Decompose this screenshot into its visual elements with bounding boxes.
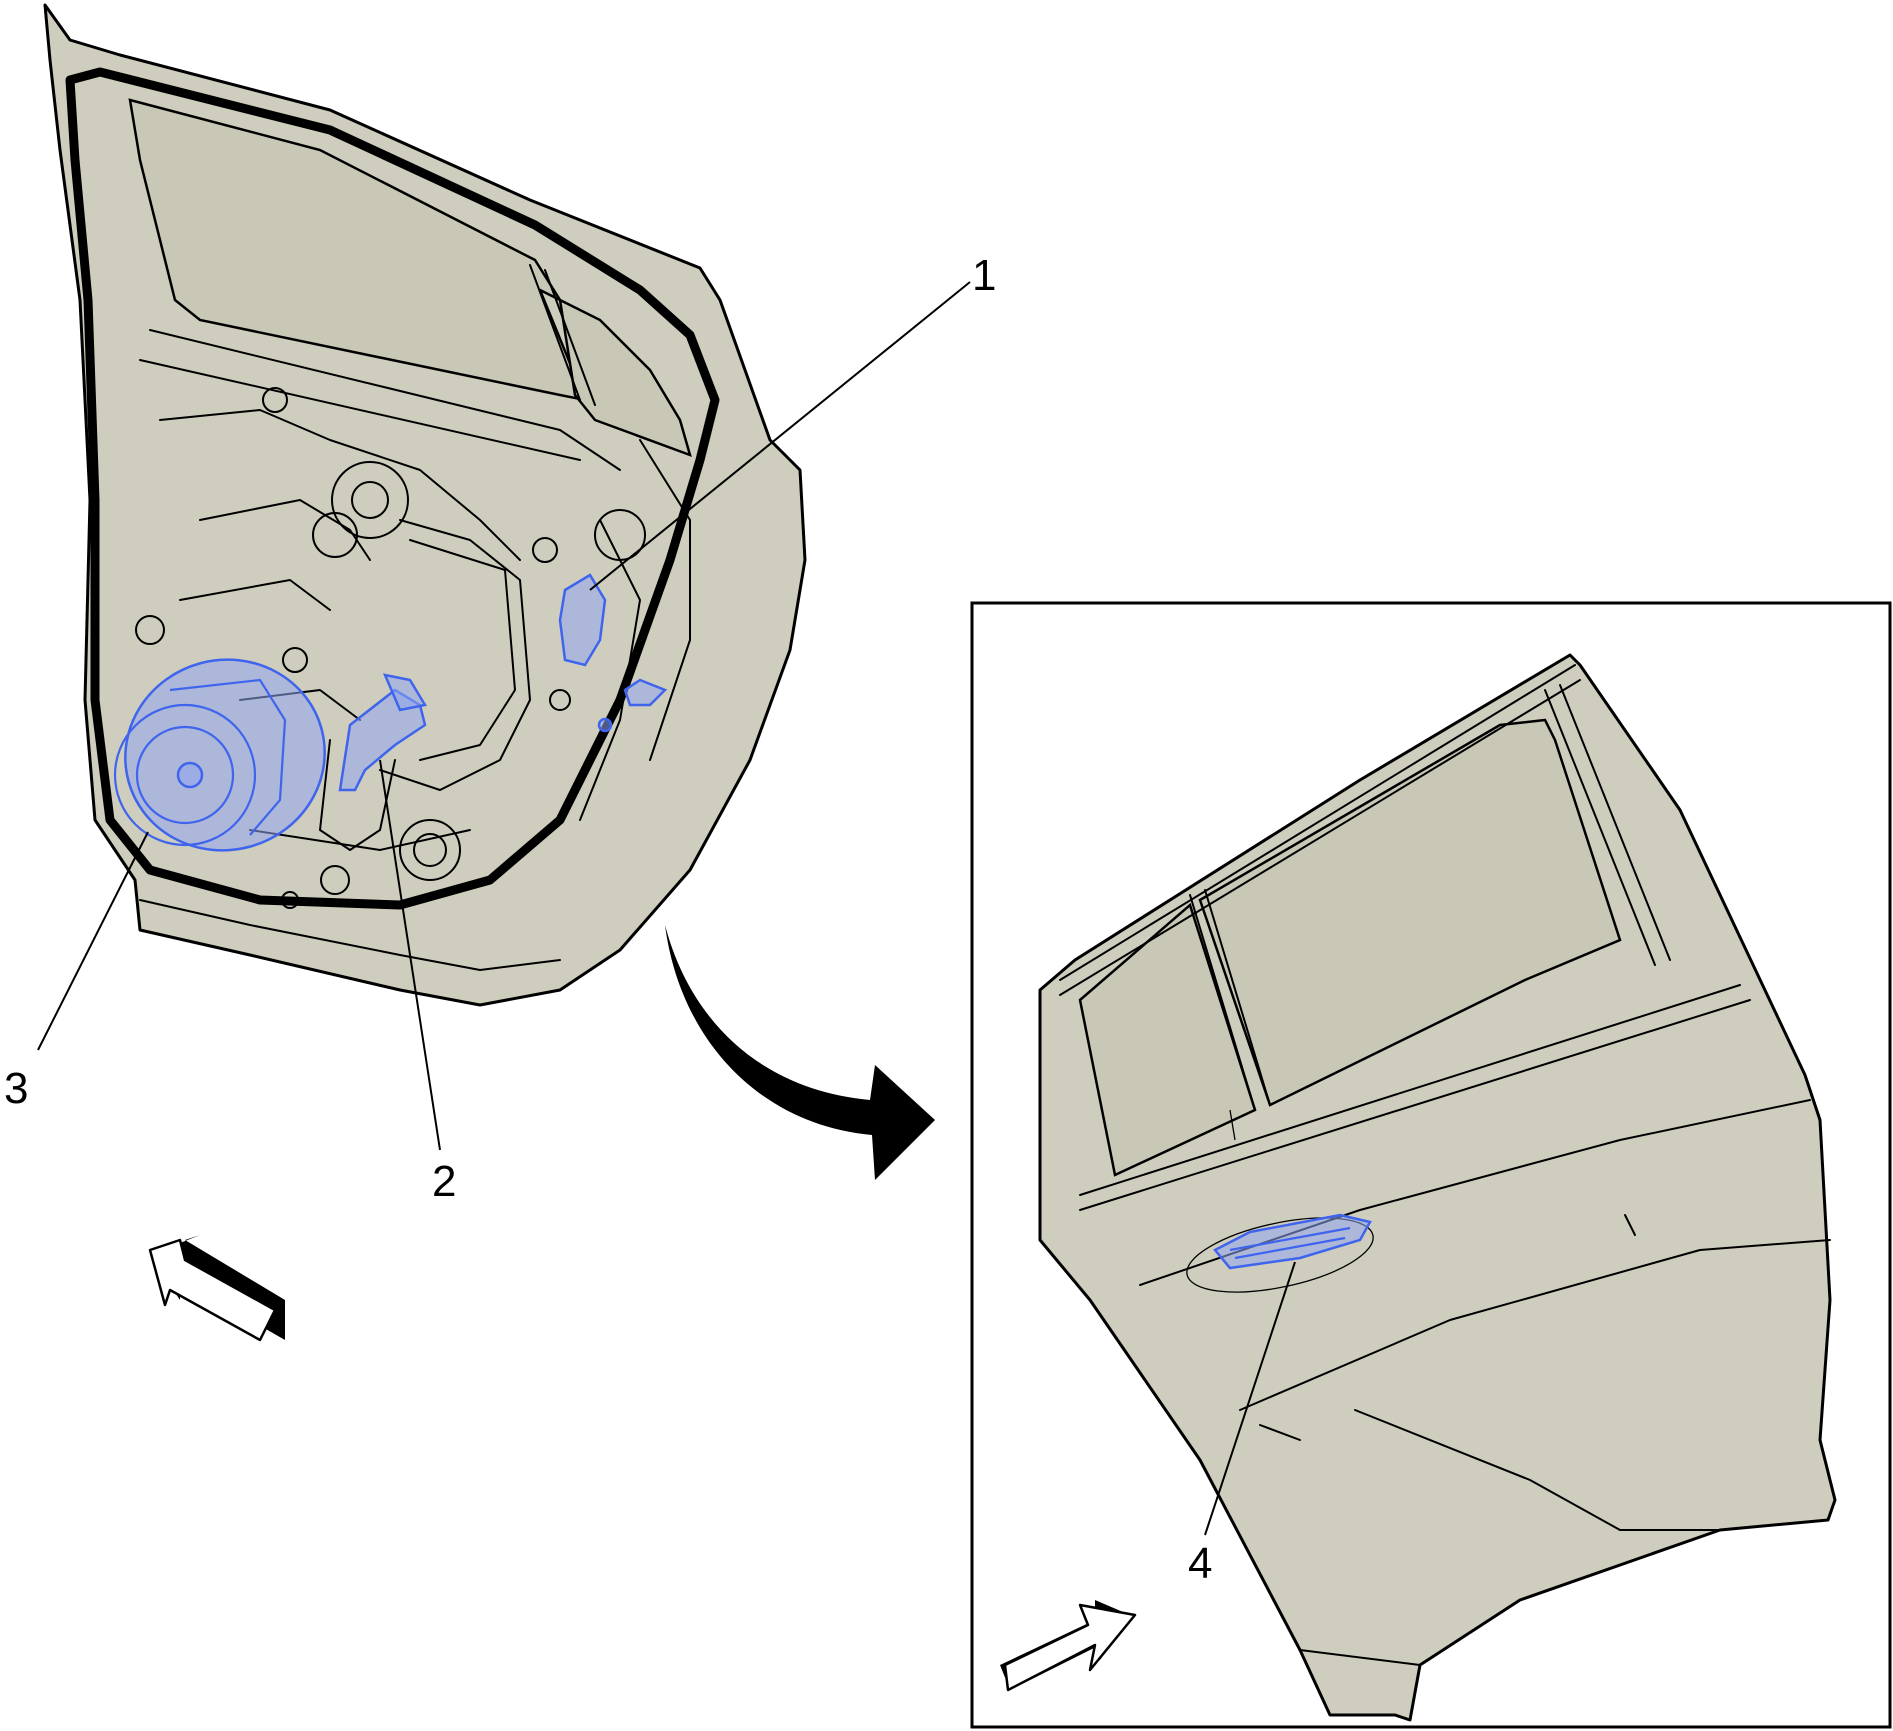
- callout-2: 2: [432, 1157, 456, 1206]
- callout-3: 3: [4, 1064, 28, 1113]
- leader-3: [37, 831, 149, 1051]
- exterior-inset: [970, 601, 1892, 1729]
- access-hole: [331, 461, 409, 539]
- view-direction-arrow-icon: [148, 1235, 285, 1342]
- callout-4: 4: [1188, 1539, 1212, 1588]
- leader-1: [589, 281, 971, 591]
- outside-handle-highlight: [1186, 1213, 1374, 1293]
- callout-1: 1: [972, 251, 996, 300]
- speaker-highlight: [113, 658, 326, 852]
- regulator-highlight: [319, 673, 427, 851]
- window-divider: [529, 264, 581, 401]
- leader-2: [379, 759, 441, 1151]
- door-inner-view: [43, 3, 807, 1007]
- leader-4: [1204, 1261, 1296, 1536]
- transition-arrow-icon: [665, 925, 935, 1180]
- latch-highlight: [558, 573, 668, 733]
- door-glass-rear: [558, 297, 692, 458]
- door-weatherstrip: [65, 67, 720, 910]
- belt-molding: [1079, 984, 1741, 1196]
- view-direction-arrow-icon: [1000, 1600, 1137, 1692]
